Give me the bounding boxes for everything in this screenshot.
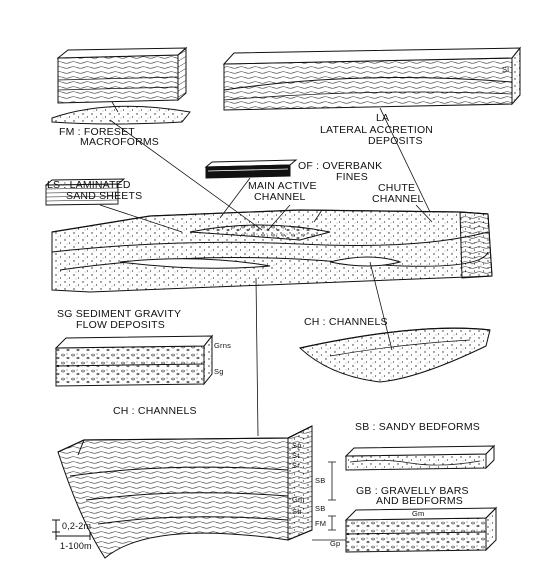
- ls-block: [44, 178, 126, 206]
- fm-macroform: [51, 101, 191, 125]
- facies-sp: Sp: [292, 441, 302, 450]
- label-chute-2: CHANNEL: [372, 193, 424, 205]
- main-block: [51, 209, 493, 293]
- element-bracket: [312, 461, 346, 541]
- label-la-code: LA: [376, 112, 390, 124]
- scale-horizontal: 1-100m: [60, 541, 92, 551]
- label-fm-2: MACROFORMS: [80, 136, 159, 148]
- label-main-active-2: CHANNEL: [254, 191, 306, 203]
- label-sb: SB : SANDY BEDFORMS: [355, 421, 480, 433]
- of-block: [204, 159, 298, 179]
- label-chute-1: CHUTE: [378, 182, 416, 194]
- label-main-active-1: MAIN ACTIVE: [248, 180, 317, 192]
- facies-sr: Sr: [292, 461, 300, 470]
- gb-block: [344, 506, 498, 553]
- sb-block: [344, 444, 496, 471]
- label-ls-1: LS : LAMINATED: [47, 179, 131, 191]
- label-of-1: OF : OVERBANK: [298, 160, 383, 172]
- label-gb-1: GB : GRAVELLY BARS: [356, 485, 469, 497]
- label-la-1: LATERAL ACCRETION: [320, 124, 434, 136]
- label-la-2: DEPOSITS: [368, 135, 423, 147]
- scale-bars: [52, 519, 91, 540]
- code-sb: SB: [315, 476, 326, 485]
- code-sb-2: SB: [315, 504, 326, 513]
- label-ch-bottom: CH : CHANNELS: [113, 405, 197, 417]
- label-fm-1: FM : FORESET: [59, 126, 135, 138]
- label-of-2: FINES: [336, 171, 368, 183]
- facies-grns: Grns: [214, 341, 232, 350]
- facies-gp: Gp: [330, 539, 341, 548]
- facies-gm: Gm: [292, 495, 305, 504]
- sg-block: [54, 334, 214, 387]
- ch-small-channel: [298, 327, 491, 383]
- label-ls-2: SAND SHEETS: [66, 190, 143, 202]
- facies-st: St: [292, 451, 300, 460]
- facies-gm2: Gm: [412, 509, 425, 518]
- label-sg-1: SG SEDIMENT GRAVITY: [57, 308, 182, 320]
- label-sg-2: FLOW DEPOSITS: [76, 319, 165, 331]
- facies-sh: Sh: [292, 507, 302, 516]
- leader-lines: [99, 107, 433, 437]
- la-block: [222, 46, 522, 111]
- scale-vertical: 0,2-2m: [62, 521, 92, 531]
- ch-large-channel: [57, 425, 313, 559]
- facies-sg: Sg: [214, 367, 224, 376]
- label-gb-2: AND BEDFORMS: [376, 495, 463, 507]
- label-ch-right: CH : CHANNELS: [304, 316, 388, 328]
- facies-sl: Sl: [502, 65, 510, 74]
- fm-block: [56, 46, 188, 104]
- code-fm: FM: [315, 519, 327, 528]
